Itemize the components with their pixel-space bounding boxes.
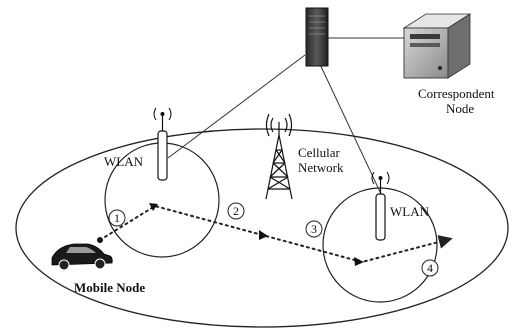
wlan-right-label: WLAN <box>390 204 430 219</box>
step-marker-4: 4 <box>422 260 438 276</box>
wlan-left-label: WLAN <box>104 154 144 169</box>
step-marker-3: 3 <box>306 221 322 237</box>
correspondent-node-label: Node <box>446 101 474 116</box>
car-icon <box>52 244 112 270</box>
cellular-network-label: Network <box>298 160 344 175</box>
correspondent-computer-icon <box>404 14 470 78</box>
link-server-wlan-left <box>168 55 305 158</box>
step-marker-2: 2 <box>228 203 244 219</box>
mobile-node-label: Mobile Node <box>74 280 145 295</box>
svg-text:1: 1 <box>114 211 120 225</box>
step-marker-1: 1 <box>109 210 125 226</box>
network-server-icon <box>306 8 328 66</box>
svg-text:3: 3 <box>311 222 317 236</box>
arrowhead <box>259 230 268 240</box>
mobile-node-dot <box>97 237 103 243</box>
svg-text:2: 2 <box>233 204 239 218</box>
cellular-network-label: Cellular <box>298 145 341 160</box>
correspondent-node-label: Correspondent <box>418 86 495 101</box>
svg-text:4: 4 <box>427 261 433 275</box>
cellular-tower-icon <box>266 114 292 199</box>
